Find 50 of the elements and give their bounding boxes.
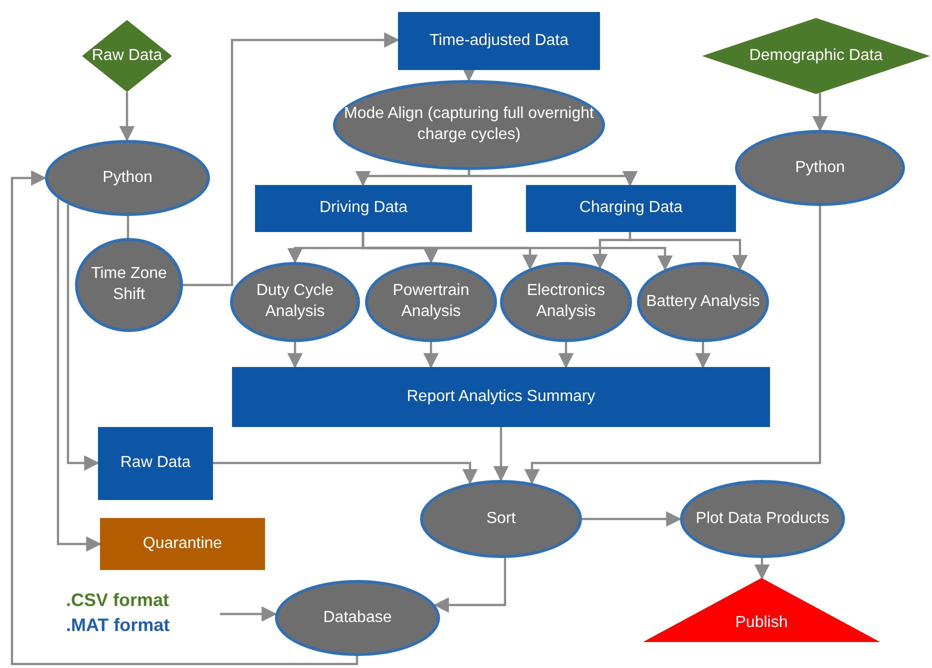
arrow [66,204,100,471]
input-diamond [82,20,172,92]
arrow [287,342,303,369]
node-label: Raw Data [119,453,192,474]
node-label: Plot Data Products [694,508,830,529]
output-triangle [643,578,880,642]
node-label: Python [102,168,154,188]
node-label: Demographic Data [748,46,884,66]
process-box [255,185,472,232]
arrow [423,342,439,369]
format-note: .CSV format [65,588,170,612]
connector-line [126,216,130,238]
process-box [98,427,213,500]
format-note: .MAT format [65,614,171,637]
arrow [628,232,748,270]
process-box [100,518,265,570]
node-label: Mode Align (capturing full overnight charge cycles) [343,104,595,145]
arrow [119,92,135,142]
node-label: Quarantine [142,534,224,554]
arrow [558,342,574,369]
process-box [398,12,600,70]
node-label: Charging Data [578,198,684,218]
arrow [355,170,470,187]
arrow [695,342,711,369]
arrow [183,32,400,286]
arrow [812,92,828,132]
node-label: Report Analytics Summary [406,386,596,407]
arrow [468,170,638,187]
node-label: Database [322,608,393,628]
process-box [526,185,736,232]
node-label: Time Zone Shift [90,264,168,305]
arrow [220,606,277,622]
node-label: Publish [734,613,789,634]
node-label: Battery Analysis [645,292,761,312]
process-box [232,367,770,427]
node-label: Powertrain Analysis [392,281,470,322]
input-diamond [702,18,930,94]
arrow [56,198,102,552]
node-label: Driving Data [318,198,409,218]
arrow [493,427,509,482]
node-label: Sort [485,508,517,529]
node-label: Python [794,158,846,178]
node-label: Time-adjusted Data [428,30,570,51]
node-label: Raw Data [90,46,164,66]
node-label: Electronics Analysis [526,281,606,322]
arrow [582,511,682,527]
arrow [754,558,770,580]
arrow [10,170,358,666]
arrow [362,232,673,271]
node-label: Duty Cycle Analysis [255,281,335,322]
